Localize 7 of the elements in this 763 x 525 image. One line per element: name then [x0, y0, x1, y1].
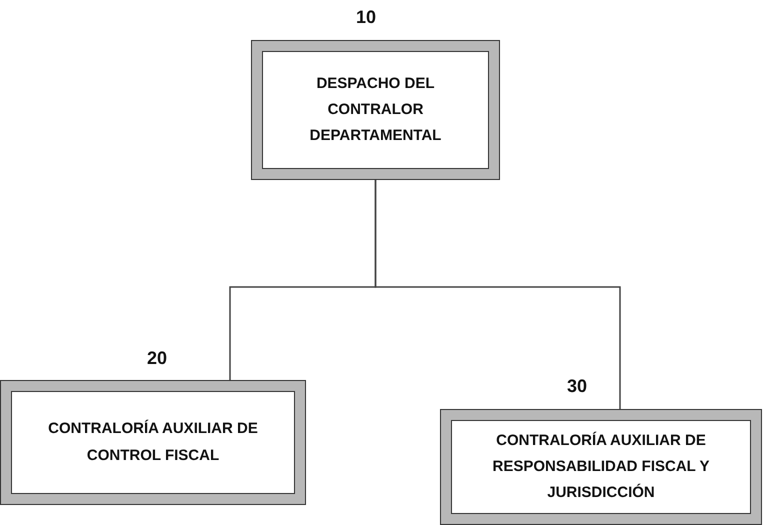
- unit-name: CONTRALORÍA AUXILIAR DE CONTROL FISCAL: [47, 418, 259, 466]
- unit-code: 20: [147, 348, 168, 369]
- unit-name: CONTRALORÍA AUXILIAR DE RESPONSABILIDAD FISCAL Y JURISDICCIÓN: [492, 430, 710, 504]
- unit-code: 10: [356, 7, 376, 28]
- connector-line: [374, 180, 621, 409]
- unit-code: 30: [567, 376, 588, 397]
- unit-name: DESPACHO DEL CONTRALOR DEPARTAMENTAL: [308, 74, 442, 146]
